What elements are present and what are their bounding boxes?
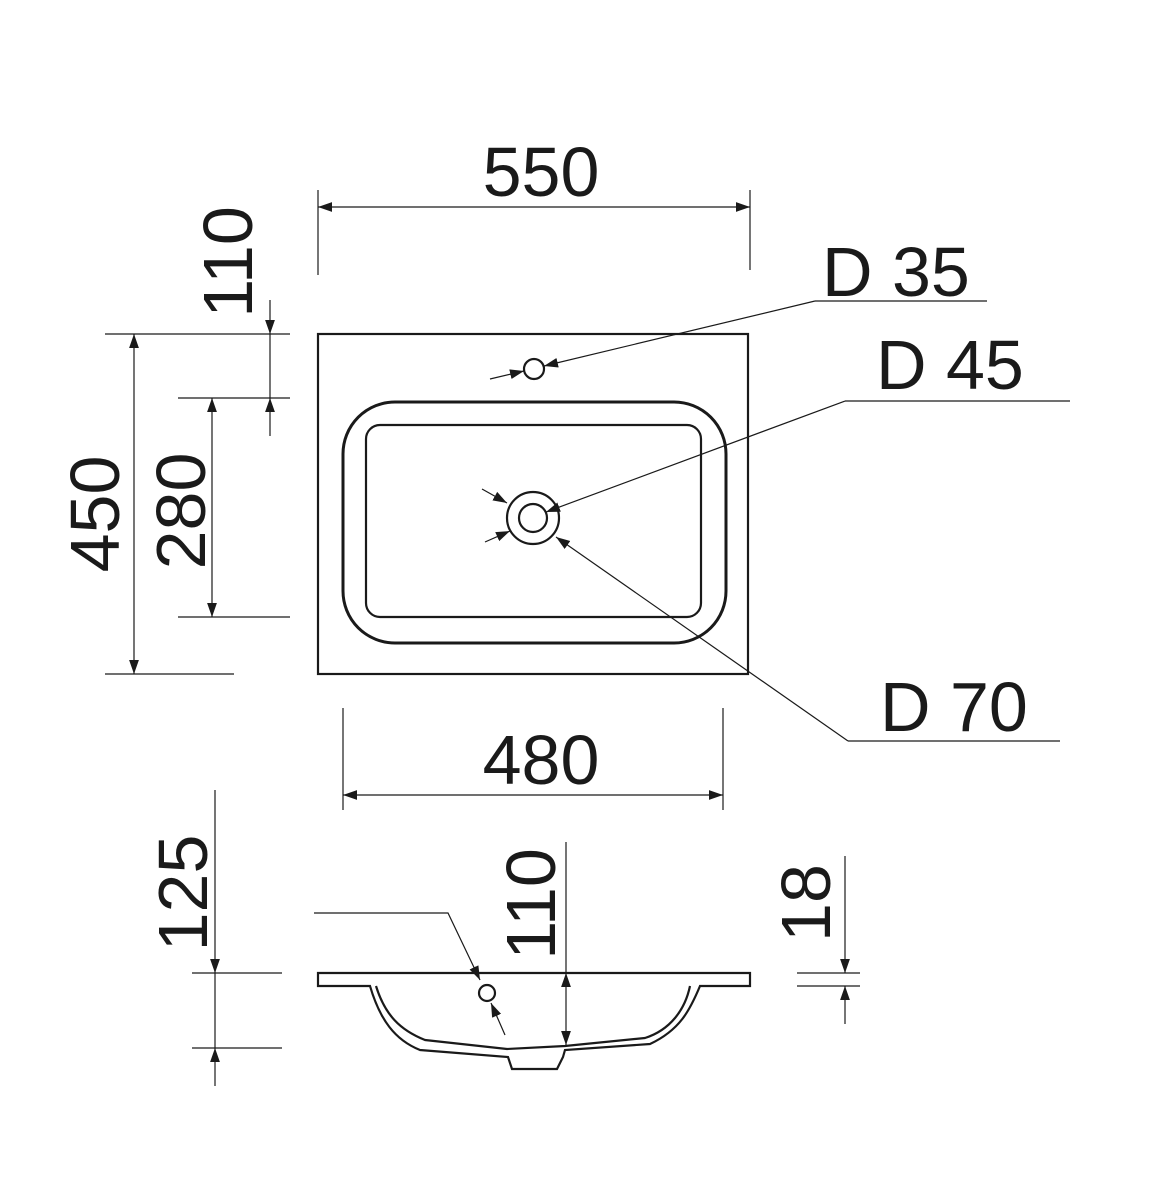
bowl-inner [364, 423, 703, 619]
dim-bowl-width: 480 [342, 708, 724, 810]
section-view [314, 912, 752, 1071]
dim-tap-offset-label: 110 [189, 206, 267, 318]
dim-tap-offset: 110 [189, 206, 275, 436]
dim-slab-thickness: 18 [767, 856, 860, 1024]
top-view [316, 332, 750, 676]
callout-drain-inner: D 45 [545, 326, 1070, 513]
dim-overall-depth: 450 [56, 333, 290, 675]
section-outer-profile [316, 971, 752, 1071]
dim-bowl-depth-label: 280 [142, 453, 220, 570]
dim-total-height-label: 125 [144, 835, 222, 952]
callout-tap-hole-label: D 35 [822, 233, 970, 311]
dim-slab-thickness-label: 18 [767, 864, 845, 942]
dim-bowl-depth: 280 [142, 397, 290, 618]
dim-overall-width-label: 550 [483, 133, 600, 211]
tap-hole [522, 357, 546, 381]
drain-outer-ring [505, 490, 561, 546]
section-inner-profile [374, 985, 692, 1051]
callout-tap-hole: D 35 [489, 233, 987, 380]
dim-overall-depth-label: 450 [56, 456, 134, 573]
callout-drain-inner-label: D 45 [876, 326, 1024, 404]
basin-slab-outline [316, 332, 750, 676]
dim-bowl-height: 110 [492, 842, 571, 1045]
dim-bowl-width-label: 480 [483, 721, 600, 799]
dim-total-height: 125 [144, 790, 282, 1086]
bowl-outer-rim [341, 400, 728, 645]
callout-drain-outer-label: D 70 [880, 668, 1028, 746]
drain-inner-ring [517, 502, 549, 534]
overflow-hole [477, 983, 497, 1003]
dim-bowl-height-label: 110 [492, 848, 570, 960]
callout-drain-outer: D 70 [481, 488, 1060, 746]
dim-overall-width: 550 [317, 133, 751, 275]
